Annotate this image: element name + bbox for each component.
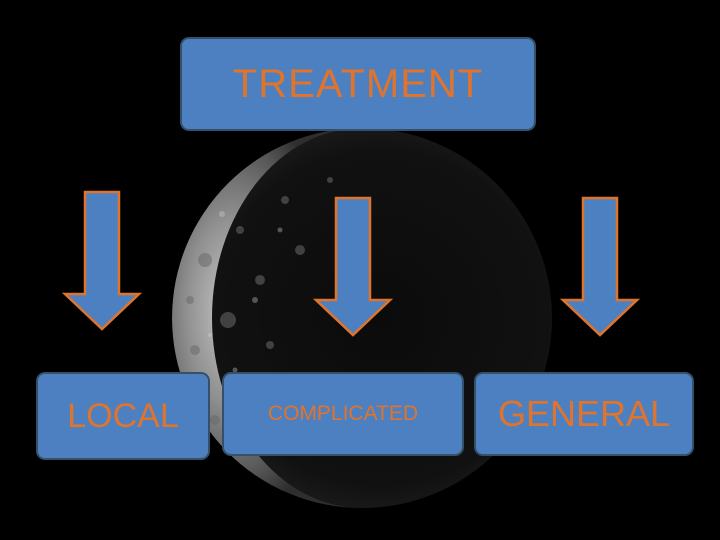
treatment-box: TREATMENT bbox=[180, 37, 536, 131]
down-arrow-icon bbox=[312, 196, 394, 337]
general-label: GENERAL bbox=[497, 393, 671, 434]
down-arrow-icon bbox=[61, 190, 143, 331]
local-label: LOCAL bbox=[67, 396, 179, 435]
complicated-label: COMPLICATED bbox=[267, 402, 419, 425]
down-arrow-icon bbox=[559, 196, 641, 337]
complicated-box: COMPLICATED bbox=[222, 372, 464, 456]
general-box: GENERAL bbox=[474, 372, 694, 456]
treatment-label: TREATMENT bbox=[232, 61, 484, 106]
local-box: LOCAL bbox=[36, 372, 210, 460]
